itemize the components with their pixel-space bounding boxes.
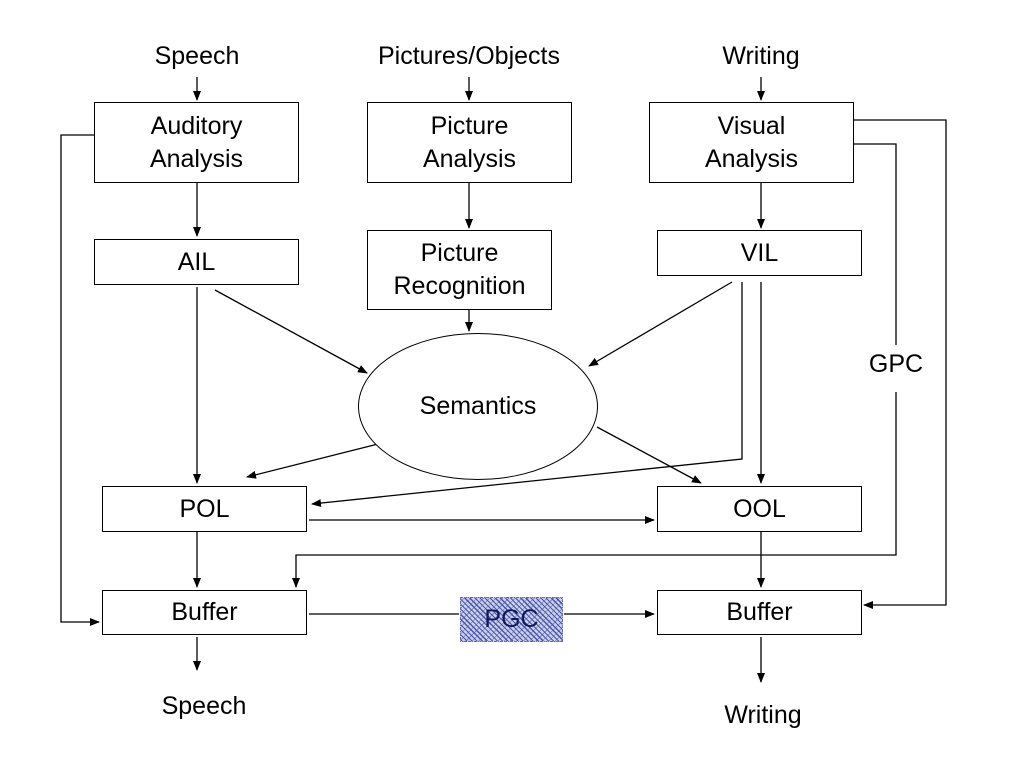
buffer-right-box: Buffer	[657, 590, 862, 635]
auditory-analysis-box: Auditory Analysis	[94, 102, 299, 183]
arrow-visual-to-right-buffer	[853, 119, 947, 609]
auditory-analysis-line1: Auditory	[150, 111, 243, 140]
semantics-ellipse: Semantics	[358, 333, 598, 480]
picture-analysis-box: Picture Analysis	[367, 102, 572, 183]
picture-analysis-line2: Analysis	[422, 144, 517, 173]
gpc-label: GPC	[868, 350, 924, 378]
arrow-gpc-upper	[853, 143, 897, 345]
output-speech-label: Speech	[161, 692, 247, 720]
arrow-semantics-to-ool	[596, 426, 702, 484]
picture-analysis-line1: Picture	[430, 111, 509, 140]
pol-box: POL	[102, 486, 307, 532]
vil-box: VIL	[657, 230, 862, 276]
output-writing-label: Writing	[724, 701, 802, 729]
arrow-gpc-to-buffer	[292, 392, 897, 588]
pgc-label: PGC	[460, 597, 563, 642]
input-speech-label: Speech	[154, 42, 240, 70]
picture-recognition-box: Picture Recognition	[367, 230, 552, 310]
picture-recognition-line2: Recognition	[393, 272, 526, 300]
input-pictures-label: Pictures/Objects	[377, 42, 560, 70]
visual-analysis-box: Visual Analysis	[649, 102, 854, 183]
input-writing-label: Writing	[722, 42, 800, 70]
arrow-vil-to-semantics	[588, 281, 733, 367]
arrow-semantics-to-pol	[246, 443, 379, 479]
auditory-analysis-line2: Analysis	[149, 144, 244, 173]
picture-recognition-line1: Picture	[420, 239, 499, 267]
visual-analysis-line2: Analysis	[704, 144, 799, 173]
arrow-vil-to-pol	[311, 282, 743, 508]
ail-box: AIL	[94, 239, 299, 285]
ool-box: OOL	[657, 486, 862, 532]
arrow-ail-to-semantics	[214, 289, 368, 374]
arrow-auditory-to-buffer	[60, 134, 100, 626]
visual-analysis-line1: Visual	[717, 111, 786, 140]
buffer-left-box: Buffer	[102, 590, 307, 635]
